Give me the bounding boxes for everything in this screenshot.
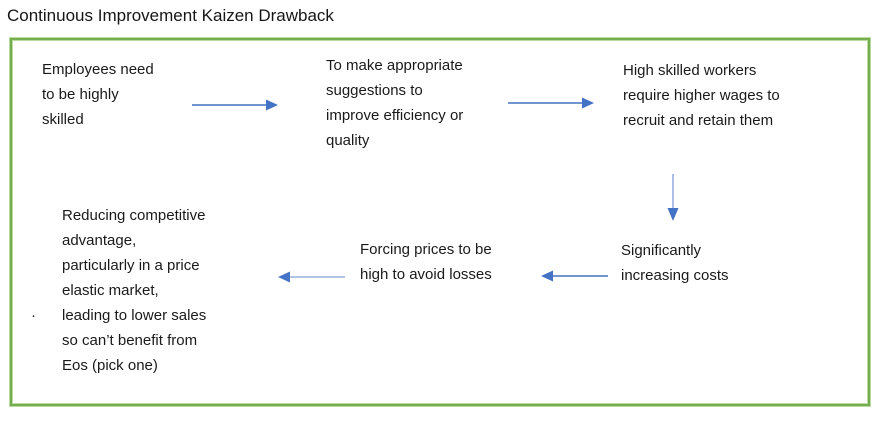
page-title: Continuous Improvement Kaizen Drawback xyxy=(7,6,334,25)
arrow-right-icon xyxy=(508,97,594,109)
bullet-dot: · xyxy=(31,307,36,324)
arrow-left-icon xyxy=(541,270,608,282)
arrow-right-icon xyxy=(192,99,278,111)
arrow-left-icon xyxy=(278,271,345,283)
arrow-down-icon xyxy=(667,174,679,221)
